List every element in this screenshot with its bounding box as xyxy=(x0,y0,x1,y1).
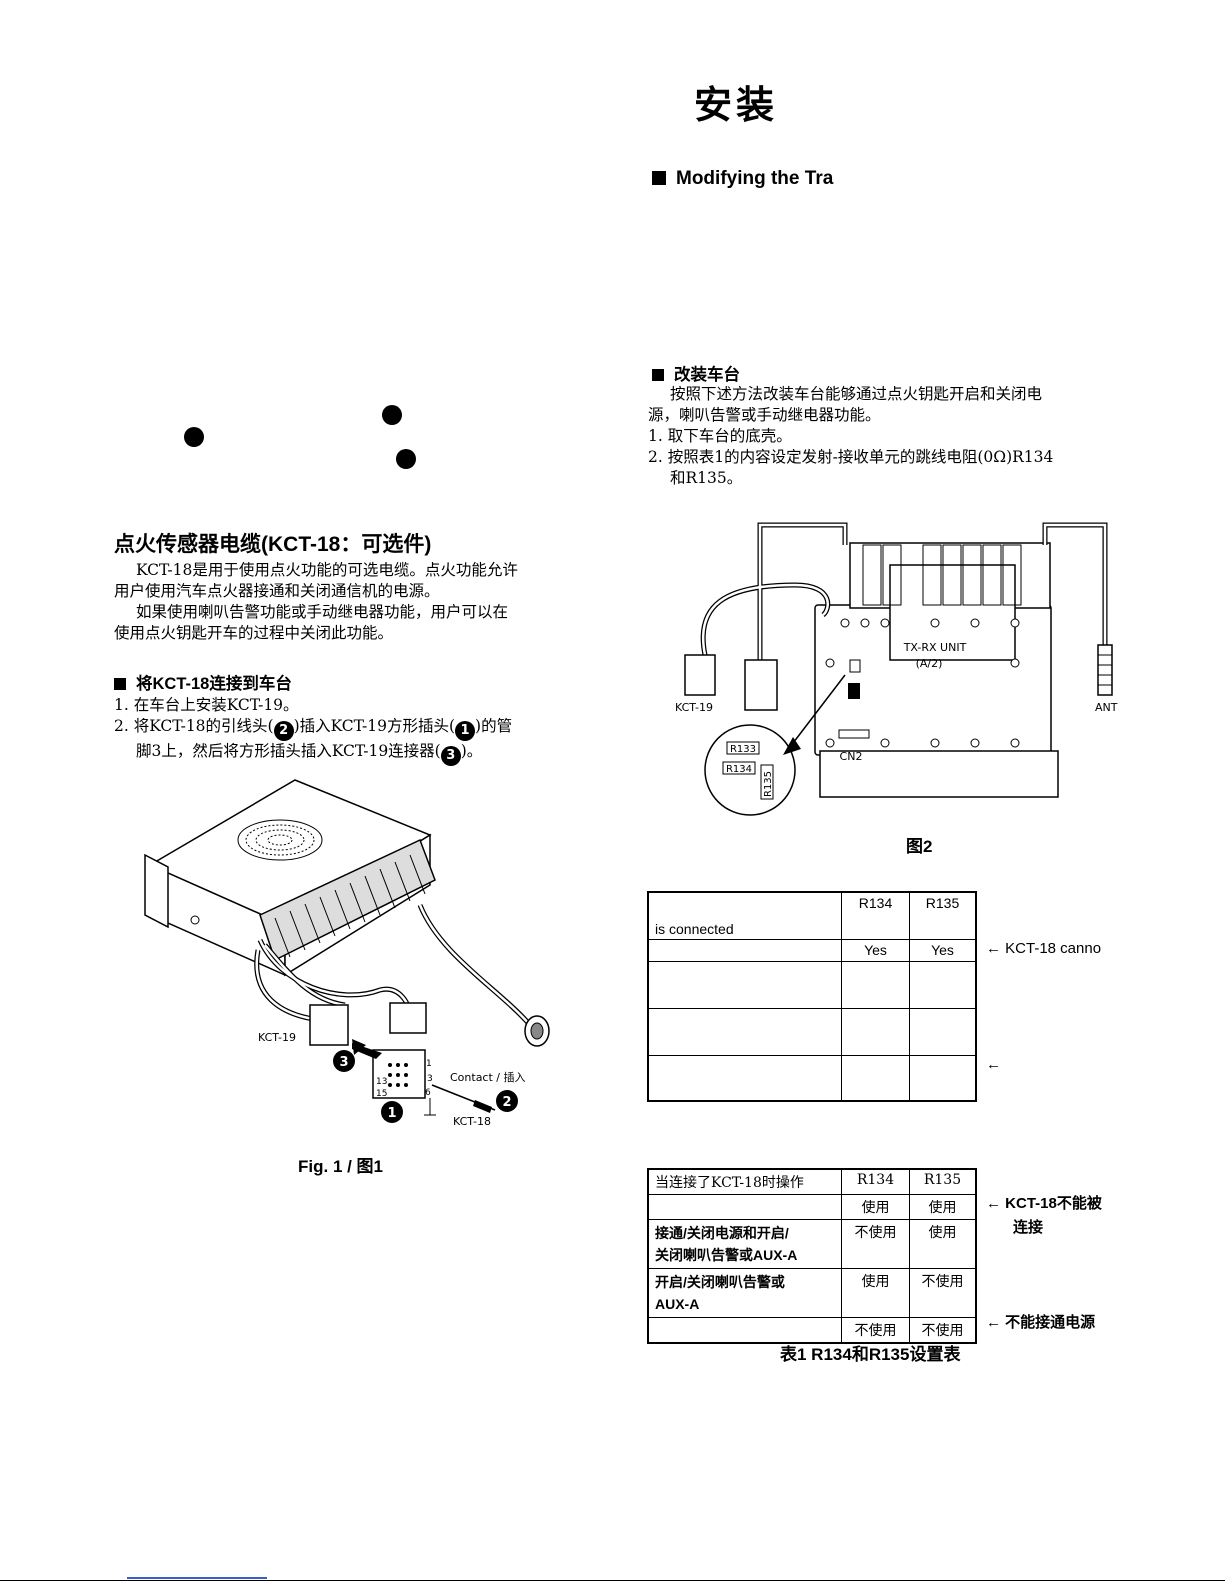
fig2-label-r135: R135 xyxy=(763,771,774,797)
svg-text:13: 13 xyxy=(376,1077,387,1087)
fig1-callout-1: 1 xyxy=(387,1106,396,1121)
fig2-label-ant: ANT xyxy=(1095,701,1118,714)
fig1-label-contact: Contact / 插入 xyxy=(450,1070,526,1084)
fig2-label-unit: TX-RX UNIT xyxy=(903,641,967,654)
modify-text: 按照下述方法改装车台能够通过点火钥匙开启和关闭电 源，喇叭告警或手动继电器功能。… xyxy=(648,385,1054,487)
fig1-callout-2: 2 xyxy=(502,1095,511,1110)
page-bottom-rule xyxy=(0,1580,1225,1581)
table-cn-note-2: 连接 xyxy=(1013,1219,1044,1236)
svg-text:3: 3 xyxy=(427,1074,433,1084)
callout-1: 1 xyxy=(455,721,476,741)
fig2-label-r133: R133 xyxy=(730,744,756,755)
section-heading-kct18: 点火传感器电缆(KCT-18：可选件) xyxy=(114,533,432,556)
table-en-note-2: ← xyxy=(986,1056,1001,1073)
figure-2-txrx-unit: R133 R134 R135 TX-RX UNIT (A/2) CN2 KCT-… xyxy=(675,522,1118,816)
svg-text:1: 1 xyxy=(426,1059,432,1069)
table-en-note-1: ← KCT-18 canno xyxy=(986,940,1102,957)
fig1-callout-3: 3 xyxy=(339,1055,348,1070)
settings-table-en: is connected R134 R135 Yes Yes xyxy=(647,891,977,1102)
bottom-link-bar[interactable] xyxy=(127,1577,267,1579)
svg-text:(A/2): (A/2) xyxy=(916,657,943,670)
figure-1-radio-connection: KCT-19 Contact / 插入 KCT-18 1 3 6 13 15 3… xyxy=(144,779,550,1128)
bullet-dot xyxy=(396,449,416,469)
table-cn-note-1: ← KCT-18不能被 xyxy=(986,1195,1102,1212)
sub-heading-modify: 改装车台 xyxy=(652,361,740,385)
fig1-label-kct19: KCT-19 xyxy=(258,1031,296,1044)
fig2-label-cn2: CN2 xyxy=(840,750,863,763)
callout-2: 2 xyxy=(273,721,294,741)
sub-heading-connect: 将KCT-18连接到车台 xyxy=(114,670,292,694)
figure-1-caption: Fig. 1 / 图1 xyxy=(298,1157,384,1176)
svg-text:15: 15 xyxy=(376,1089,387,1099)
bullet-dot xyxy=(184,427,204,447)
connect-steps: 1. 在车台上安装KCT-19。 2. 将KCT-18的引线头(2)插入KCT-… xyxy=(114,695,604,766)
figure-2-caption: 图2 xyxy=(906,837,933,856)
table-1-caption: 表1 R134和R135设置表 xyxy=(780,1345,961,1364)
fig2-label-r134: R134 xyxy=(726,764,752,775)
svg-text:6: 6 xyxy=(425,1088,431,1098)
kct18-intro: KCT-18是用于使用点火功能的可选电缆。点火功能允许 用户使用汽车点火器接通和… xyxy=(114,561,518,642)
settings-table-cn: 当连接了KCT-18时操作 R134 R135 使用 使用 接通/关闭电源和开启… xyxy=(647,1168,977,1344)
bullet-dot xyxy=(382,405,402,425)
fig2-label-kct19: KCT-19 xyxy=(675,701,713,714)
table-cn-note-3: ← 不能接通电源 xyxy=(986,1314,1096,1331)
section-heading-en: Modifying the Tra xyxy=(652,168,833,190)
callout-3: 3 xyxy=(440,746,461,766)
page-title: 安装 xyxy=(694,85,779,127)
fig1-label-kct18: KCT-18 xyxy=(453,1115,491,1128)
